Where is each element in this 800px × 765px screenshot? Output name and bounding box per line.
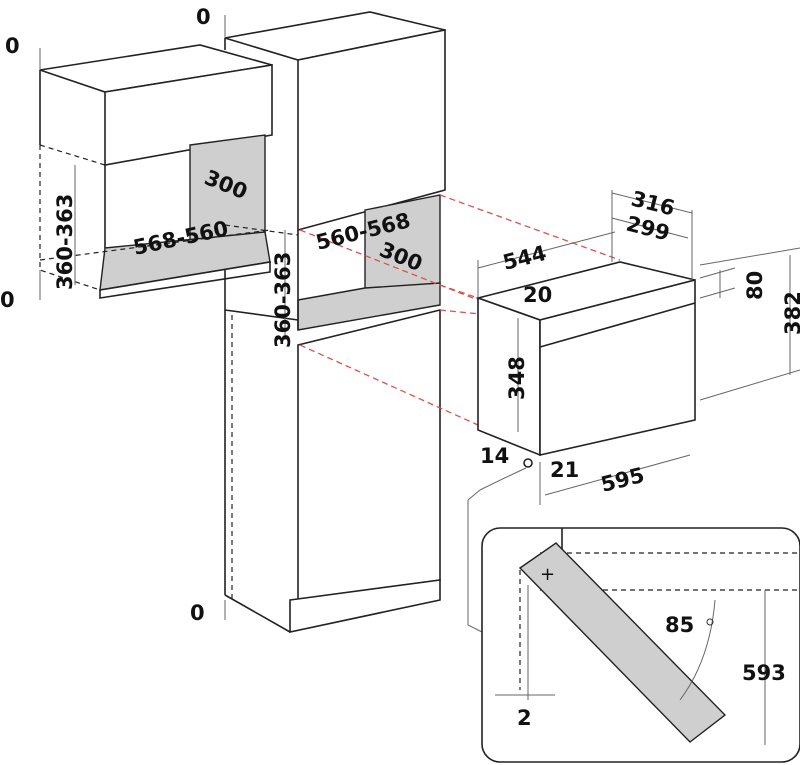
label-oven-top-offset: 20 (523, 283, 552, 307)
label-oven-width: 595 (598, 463, 646, 497)
dimension-labels: 0 0 0 0 360-363 568-560 300 560-568 300 … (0, 5, 800, 730)
label-oven-side-offset: 21 (550, 458, 579, 482)
door-detail-inset: + (481, 527, 800, 763)
oven (475, 261, 696, 468)
label-oven-panel-height: 80 (743, 271, 767, 300)
label-oven-depth-body: 544 (500, 241, 548, 275)
label-zero-top: 0 (196, 5, 211, 29)
label-door-gap: 2 (517, 706, 532, 730)
wall-cabinet (39, 44, 273, 299)
label-zero-left-top: 0 (5, 34, 20, 58)
label-tall-height: 360-363 (271, 252, 295, 348)
label-zero-bottom: 0 (190, 601, 205, 625)
label-oven-body-height: 348 (505, 356, 529, 400)
label-oven-bottom-offset: 14 (480, 444, 509, 468)
dimension-lines (39, 15, 800, 633)
label-door-angle: 85 (665, 613, 694, 637)
label-zero-left-bottom: 0 (0, 288, 15, 312)
label-door-open-height: 593 (742, 661, 786, 685)
label-wall-height: 360-363 (53, 194, 77, 290)
label-oven-total-height: 382 (781, 291, 800, 335)
svg-text:+: + (540, 564, 555, 585)
